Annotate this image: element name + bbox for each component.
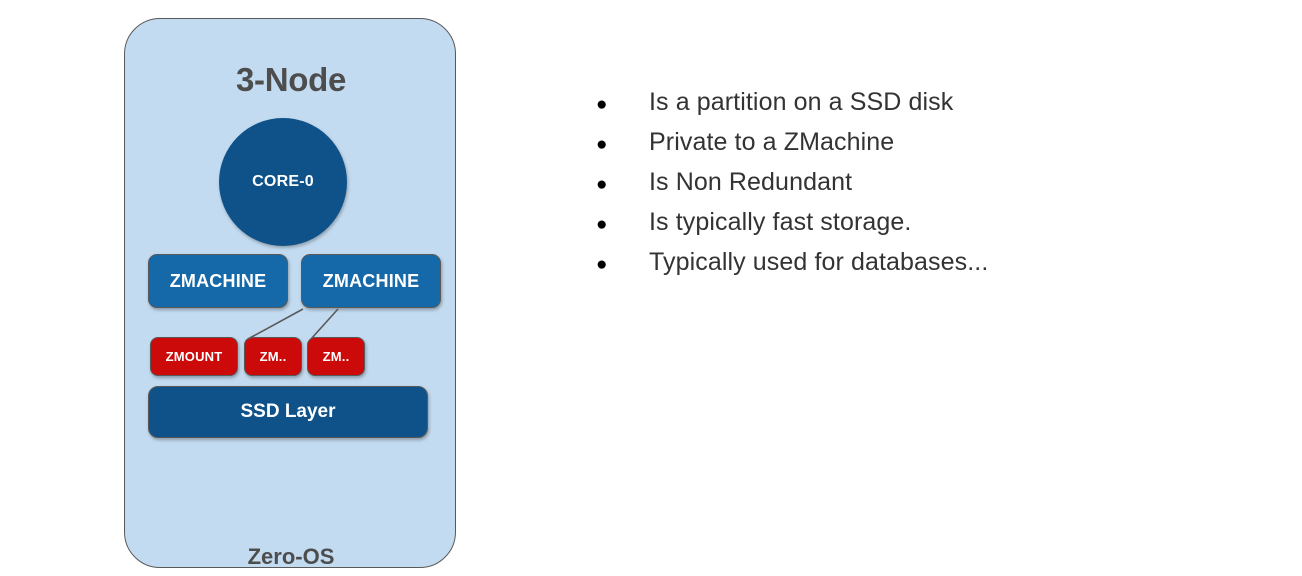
zmount-box-3: ZM.. [307, 337, 365, 376]
zero-os-label: Zero-OS [247, 544, 335, 569]
bullet-text: Typically used for databases... [649, 248, 989, 276]
bullet-icon: ● [596, 174, 608, 195]
bullet-icon: ● [596, 94, 608, 115]
ssd-layer-label: SSD Layer [240, 401, 336, 422]
bullet-text: Is a partition on a SSD disk [649, 88, 954, 116]
zmount-box-2: ZM.. [244, 337, 302, 376]
core-0-circle: CORE-0 [219, 118, 347, 246]
bullet-icon: ● [596, 254, 608, 275]
zmount-label-3: ZM.. [322, 349, 350, 364]
list-item: ● Typically used for databases... [596, 248, 1236, 288]
zmount-label-1: ZMOUNT [165, 349, 223, 364]
list-item: ● Private to a ZMachine [596, 128, 1236, 168]
core-0-label: CORE-0 [252, 173, 314, 190]
bullet-list: ● Is a partition on a SSD disk ● Private… [596, 88, 1236, 288]
bullet-icon: ● [596, 214, 608, 235]
zmount-label-2: ZM.. [259, 349, 287, 364]
zmachine-box-1: ZMACHINE [148, 254, 288, 308]
bullet-text: Is typically fast storage. [649, 208, 912, 236]
zmachine-box-2: ZMACHINE [301, 254, 441, 308]
ssd-layer-box: SSD Layer [148, 386, 428, 438]
bullet-text: Is Non Redundant [649, 168, 853, 196]
node-title: 3-Node [235, 61, 347, 98]
zmachine-label-1: ZMACHINE [169, 270, 267, 291]
list-item: ● Is a partition on a SSD disk [596, 88, 1236, 128]
list-item: ● Is typically fast storage. [596, 208, 1236, 248]
bullet-icon: ● [596, 134, 608, 155]
zmachine-label-2: ZMACHINE [322, 270, 420, 291]
zmount-box-1: ZMOUNT [150, 337, 238, 376]
list-item: ● Is Non Redundant [596, 168, 1236, 208]
bullet-text: Private to a ZMachine [649, 128, 895, 156]
